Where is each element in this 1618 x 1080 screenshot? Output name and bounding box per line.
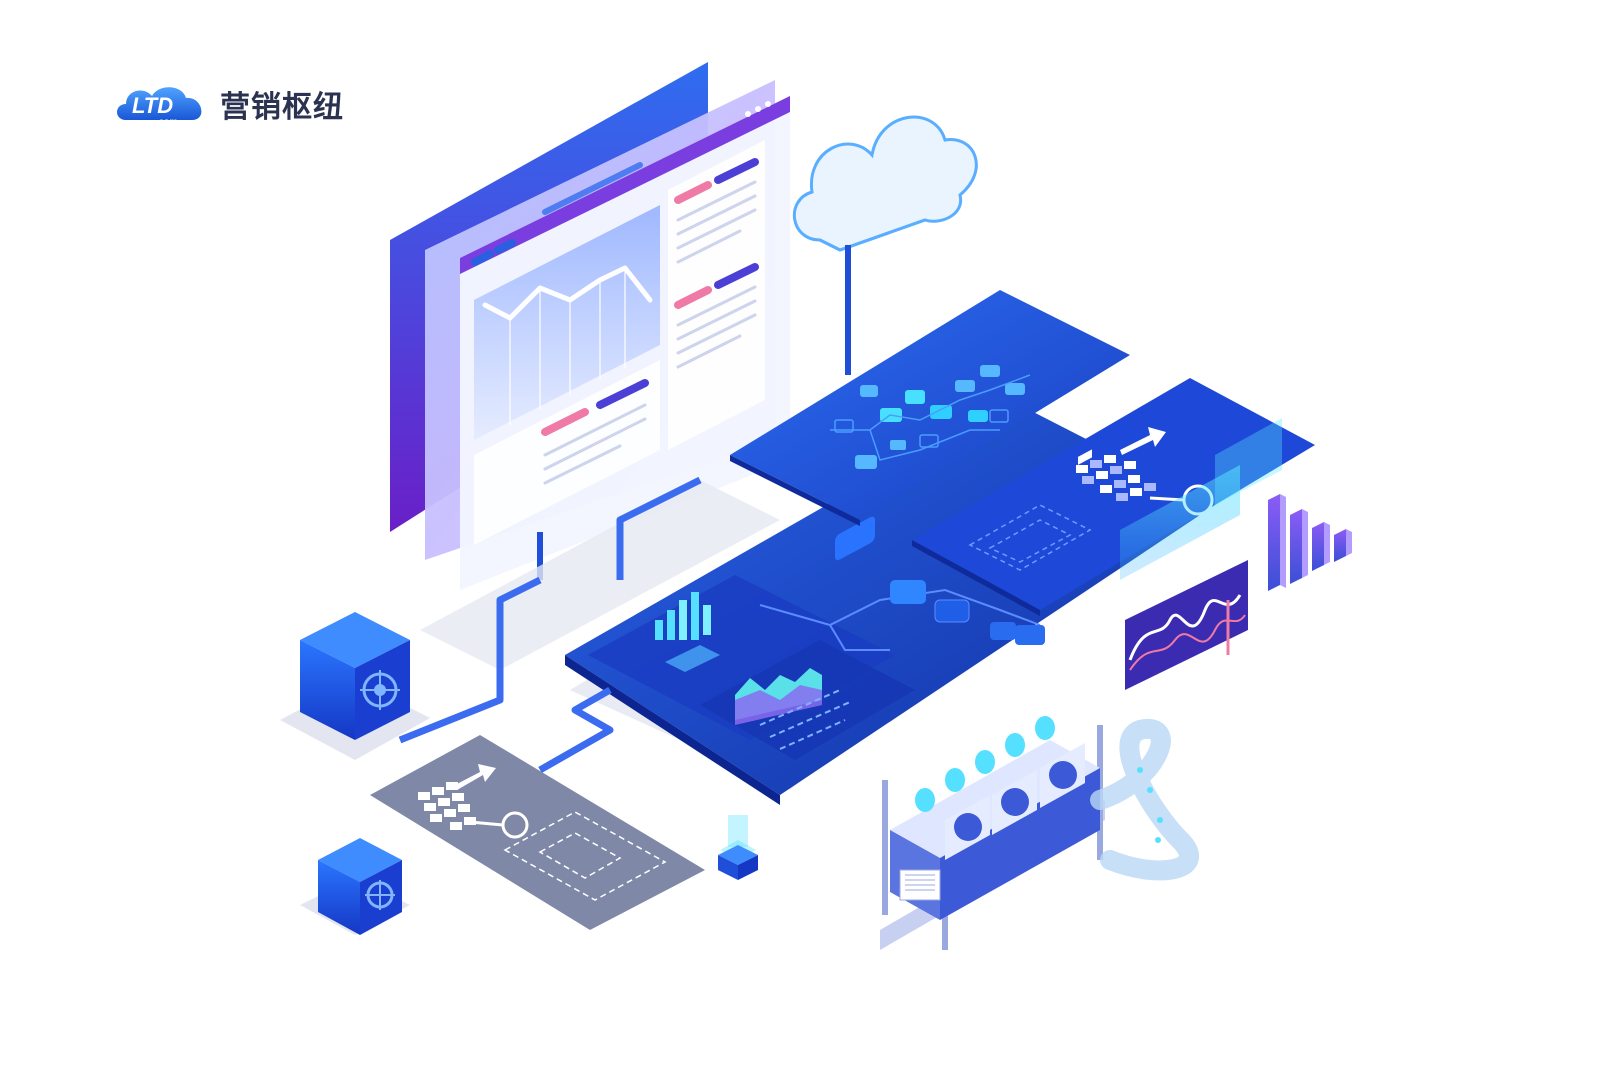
cloud-icon [793,115,978,375]
svg-text:LTD: LTD [132,93,173,118]
server-rack-icon [880,716,1199,950]
vault-cube-icon [280,612,430,760]
vault-cube-icon [300,838,410,935]
growth-chart-icon [1268,494,1352,591]
vault-cube-icon [718,815,758,880]
pipe-connector [398,476,702,774]
growth-chart-icon [1125,560,1248,690]
growth-chart-icon [912,378,1315,616]
growth-chart-icon [655,592,720,672]
network-board-icon [730,290,1130,526]
fan-icon [945,743,1085,860]
svg-text:.com: .com [156,117,178,128]
growth-chart-icon [370,735,705,930]
browser-dashboard-icon [390,62,790,590]
brand-name: 营销枢纽 [220,90,344,125]
ltd-cloud-logo-icon: LTD .com [112,76,212,132]
brand-logo[interactable]: LTD .com 营销枢纽 [112,76,344,132]
